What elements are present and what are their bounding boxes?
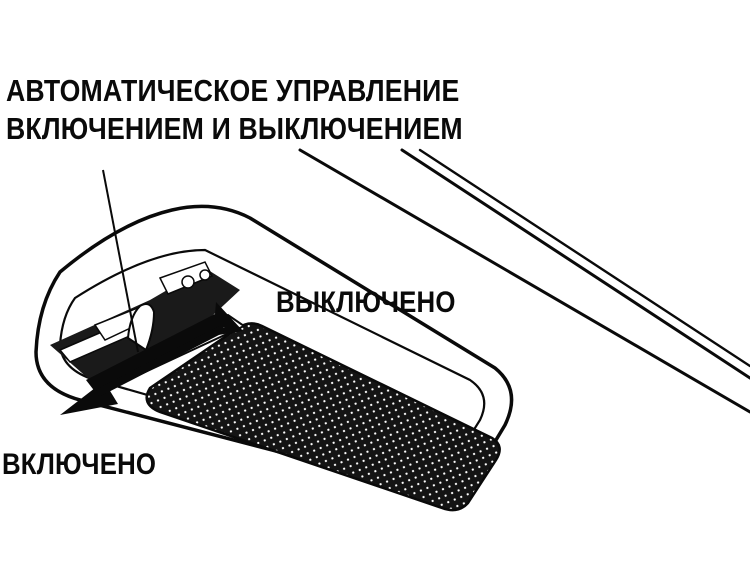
auto-control-label-line1: АВТОМАТИЧЕСКОЕ УПРАВЛЕНИЕ [6, 73, 460, 108]
roof-panel-edge [298, 148, 750, 414]
direction-arrow [60, 302, 243, 415]
off-position-label: ВЫКЛЮЧЕНО [276, 286, 456, 319]
leader-line [102, 169, 139, 353]
lamp-lens [145, 322, 501, 512]
auto-control-label-line2: ВКЛЮЧЕНИЕМ И ВЫКЛЮЧЕНИЕМ [6, 111, 463, 146]
on-position-label: ВКЛЮЧЕНО [2, 448, 157, 481]
